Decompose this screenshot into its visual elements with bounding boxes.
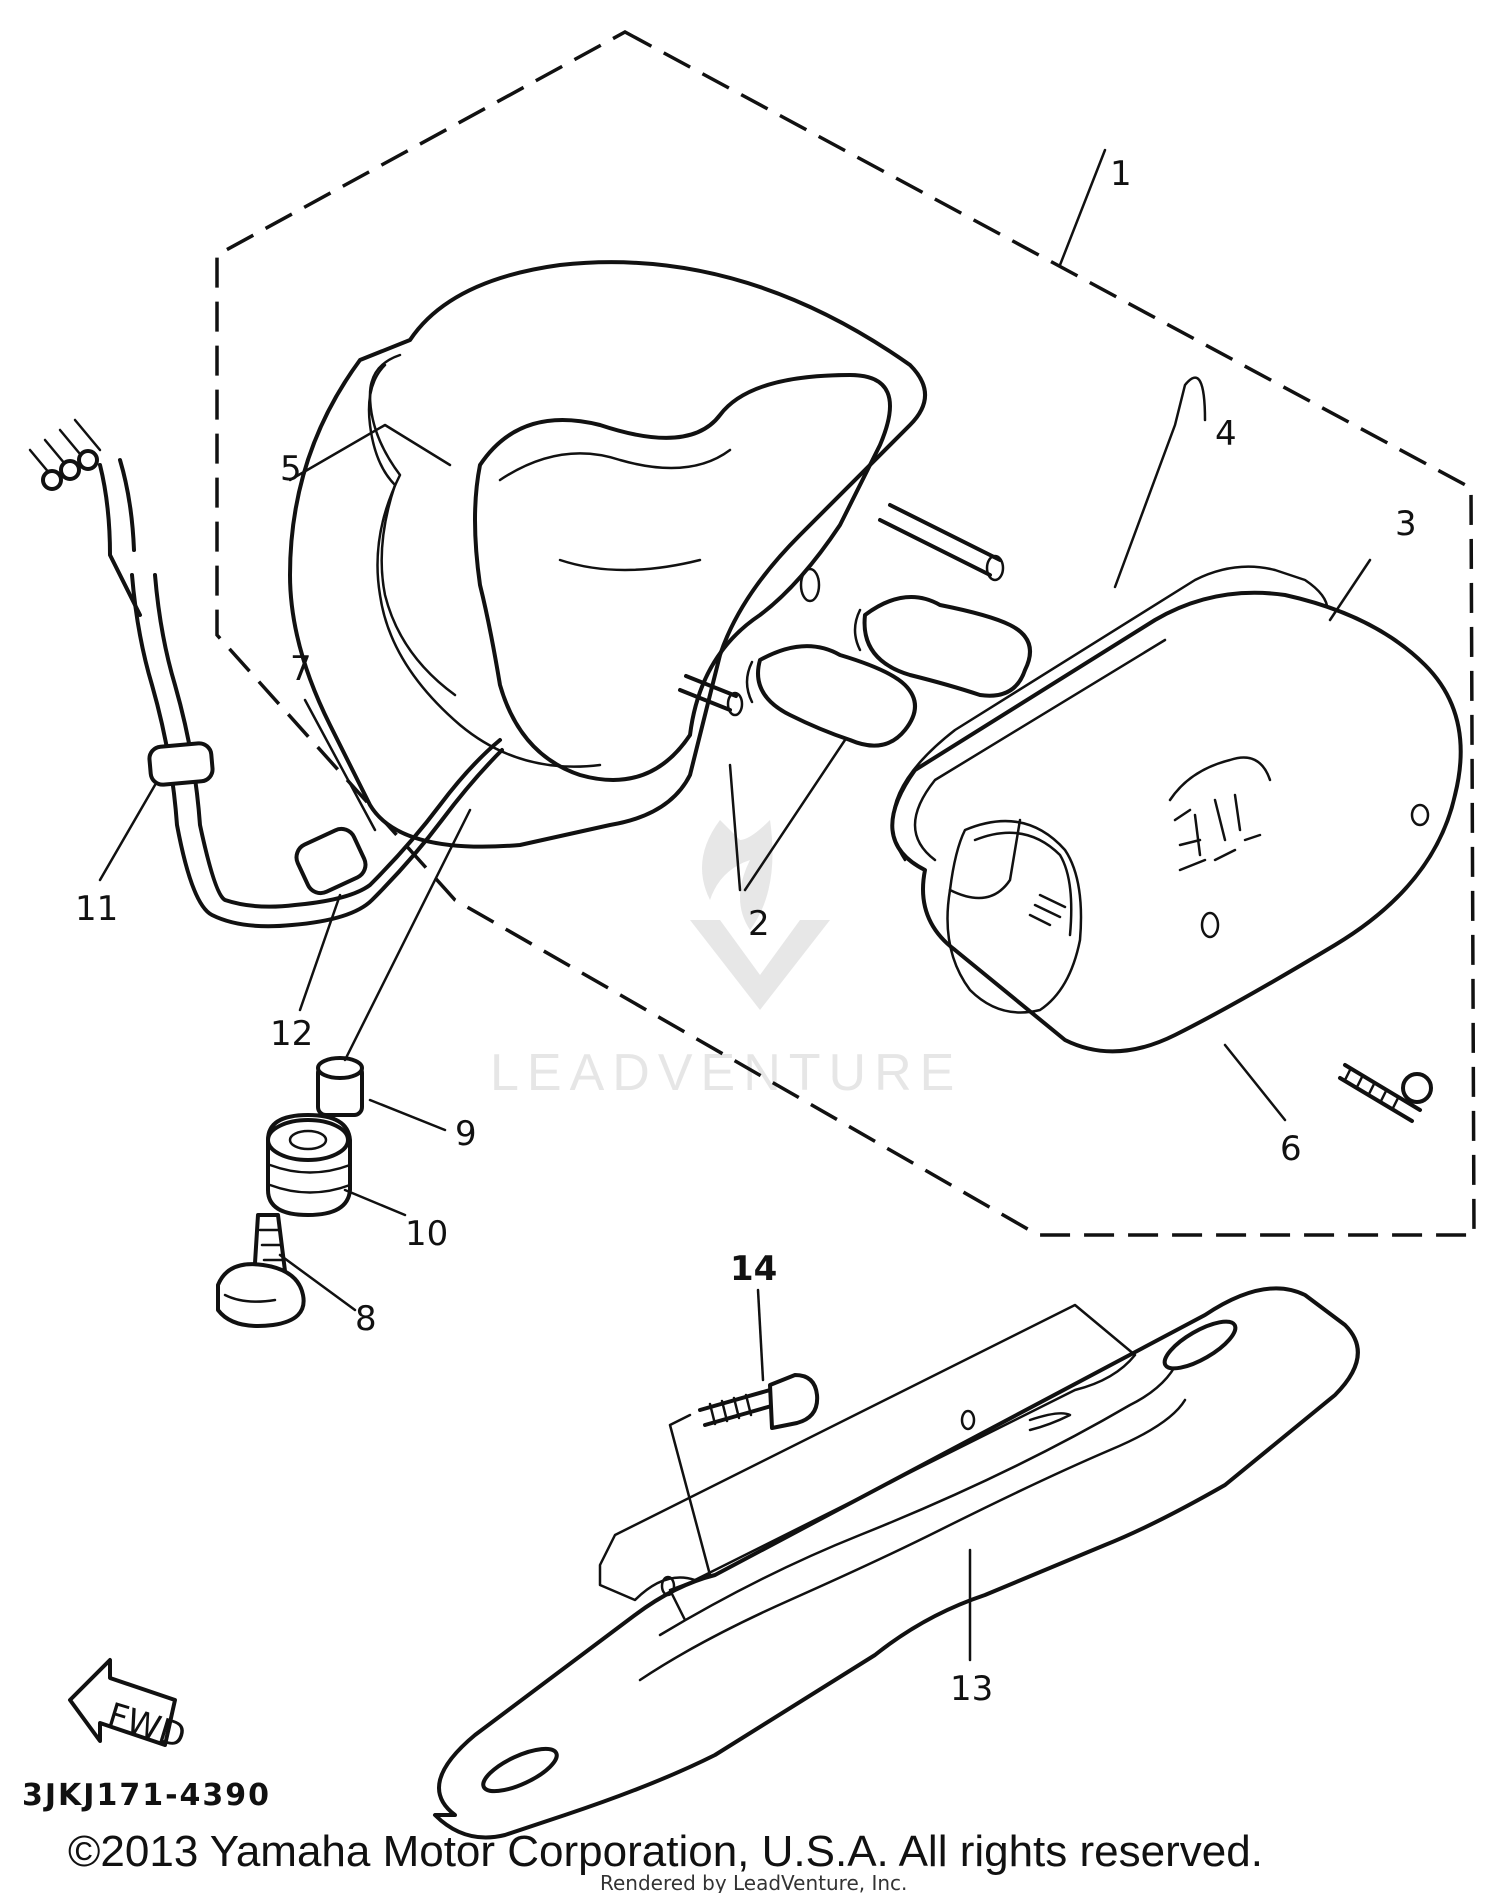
callout-13: 13	[950, 1669, 993, 1709]
wire-harness	[28, 418, 504, 929]
fwd-arrow-icon	[68, 1658, 177, 1747]
watermark-text: LEADVENTURE	[490, 1044, 962, 1102]
watermark-logo-icon	[690, 820, 830, 1010]
mount-bolt	[216, 1213, 306, 1328]
rendered-by-text: Rendered by LeadVenture, Inc.	[600, 1871, 907, 1893]
lamp-housing	[288, 260, 1005, 849]
callout-12: 12	[270, 1014, 313, 1054]
callout-10: 10	[405, 1214, 448, 1254]
part-code: 3JKJ171-4390	[22, 1778, 271, 1813]
callout-11: 11	[75, 889, 118, 929]
callout-7: 7	[290, 649, 312, 689]
callout-3: 3	[1395, 504, 1417, 544]
callout-4: 4	[1215, 414, 1237, 454]
lens-assembly	[890, 565, 1463, 1054]
callout-5: 5	[280, 449, 302, 489]
fwd-label: FWD	[103, 1695, 191, 1756]
bracket	[433, 1286, 1360, 1840]
assembly-boundary	[215, 30, 1476, 1237]
bulbs	[745, 595, 1032, 748]
connector-pins	[28, 418, 102, 491]
lens-screw	[1338, 1063, 1433, 1123]
callout-6: 6	[1280, 1129, 1302, 1169]
callout-14: 14	[730, 1249, 777, 1289]
collar	[316, 1056, 364, 1117]
leader-lines	[98, 148, 1372, 1662]
callout-labels: 1 2 3 4 5 6 7 8 9 10 11 12 13 14	[75, 154, 1417, 1709]
fwd-arrow: FWD	[68, 1658, 191, 1757]
callout-9: 9	[455, 1114, 477, 1154]
copyright-text: ©2013 Yamaha Motor Corporation, U.S.A. A…	[68, 1827, 1263, 1876]
callout-2: 2	[748, 904, 770, 944]
damper	[266, 1113, 352, 1217]
mount-hardware	[216, 1056, 364, 1328]
bracket-bolt	[668, 1373, 820, 1622]
callout-8: 8	[355, 1299, 377, 1339]
callout-1: 1	[1110, 154, 1132, 194]
